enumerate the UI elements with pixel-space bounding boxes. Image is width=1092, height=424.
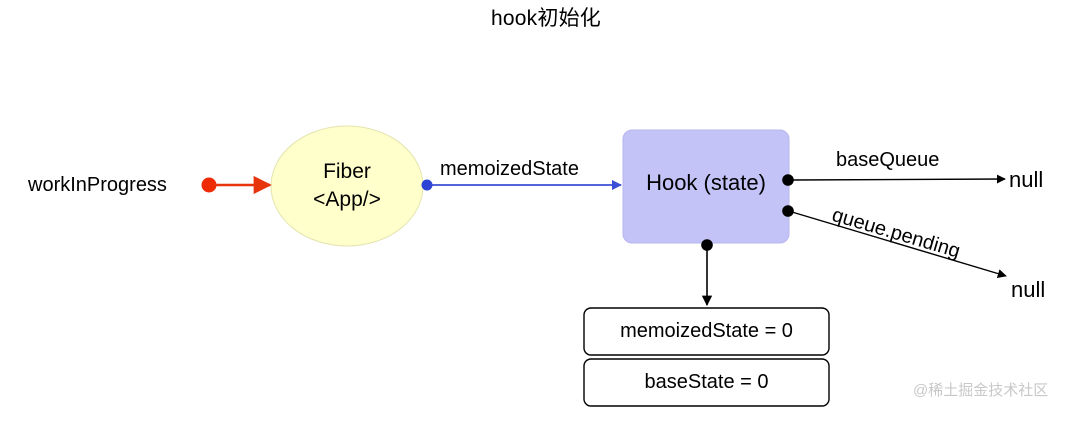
- work-in-progress-source-dot: [201, 177, 217, 193]
- edge-label-base-queue: baseQueue: [836, 149, 940, 171]
- fiber-node-label-primary: Fiber: [323, 160, 371, 183]
- property-row-shape-1: [583, 358, 830, 407]
- page-title: hook初始化: [491, 7, 601, 30]
- edge-hook-to-base-queue: [791, 174, 1006, 184]
- hook-node-label: Hook (state): [646, 170, 766, 195]
- work-in-progress-label: workInProgress: [28, 174, 167, 196]
- edge-label-memoized-state: memoizedState: [440, 158, 579, 180]
- base-queue-source-dot: [782, 174, 794, 186]
- hook-properties-source-dot: [701, 239, 713, 251]
- null-node-base-queue: null: [1009, 167, 1044, 192]
- property-row-label-memoized-state: memoizedState = 0: [620, 320, 793, 342]
- property-row-label-base-state: baseState = 0: [644, 371, 769, 393]
- property-row-shape-0: [583, 307, 830, 356]
- memoized-state-source-dot: [421, 179, 433, 191]
- fiber-node-label-secondary: <App/>: [313, 188, 381, 211]
- edge-hook-to-queue-pending: [791, 211, 1007, 279]
- watermark: @稀土掘金技术社区: [913, 382, 1049, 399]
- null-node-queue-pending: null: [1011, 277, 1046, 302]
- queue-pending-source-dot: [782, 205, 794, 217]
